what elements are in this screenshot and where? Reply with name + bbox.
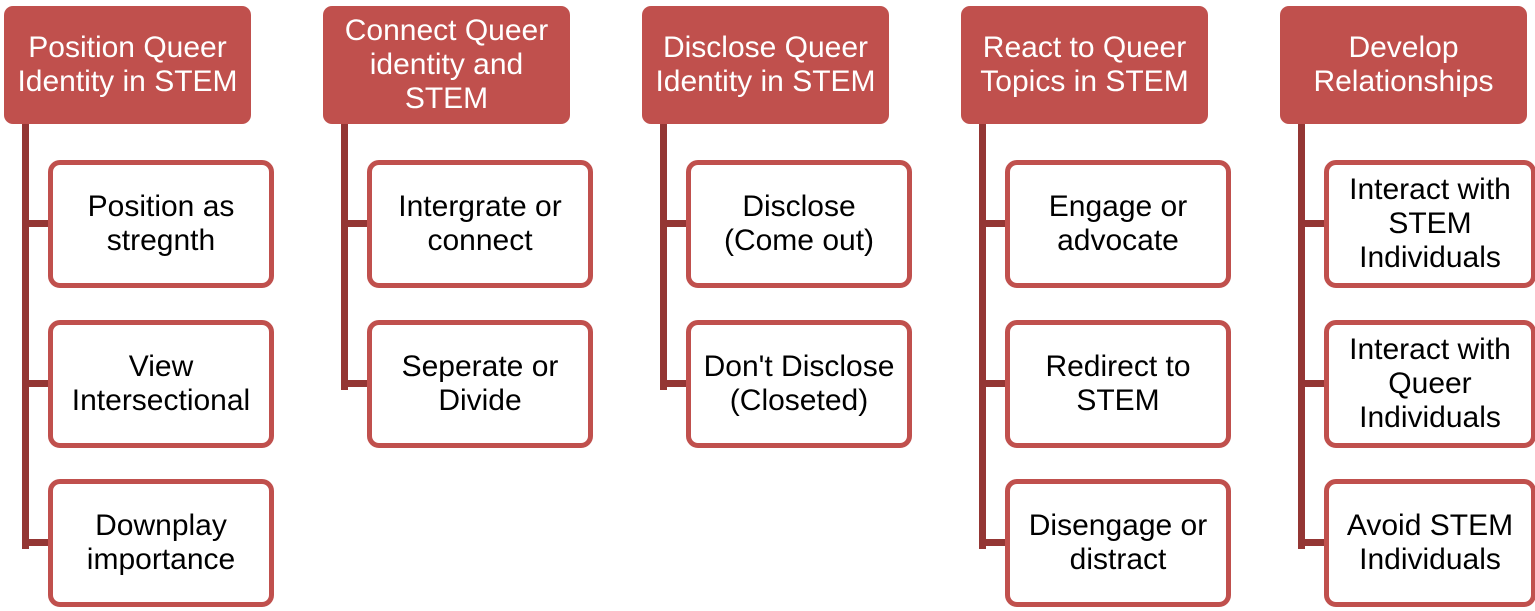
child-node-label: Engage or advocate <box>1048 190 1188 257</box>
child-node-label: Avoid STEM Individuals <box>1346 509 1514 576</box>
branch-connector <box>979 539 1005 546</box>
column-position-queer-identity: Position Queer Identity in STEM Position… <box>0 0 274 611</box>
branch-connector <box>1298 220 1324 227</box>
trunk-connector <box>341 124 348 390</box>
column-header-label: Position Queer Identity in STEM <box>17 31 238 98</box>
child-node-label: Interact with Queer Individuals <box>1349 333 1511 434</box>
child-node: Interact with STEM Individuals <box>1324 160 1535 288</box>
column-header: Position Queer Identity in STEM <box>4 6 251 124</box>
column-develop-relationships: Develop Relationships Interact with STEM… <box>1276 0 1535 611</box>
child-node: Engage or advocate <box>1005 160 1231 288</box>
branch-connector <box>979 220 1005 227</box>
column-disclose-queer-identity: Disclose Queer Identity in STEM Disclose… <box>638 0 912 611</box>
column-connect-queer-identity: Connect Queer identity and STEM Intergra… <box>319 0 593 611</box>
child-node-label: Downplay importance <box>86 509 236 576</box>
column-header: Develop Relationships <box>1280 6 1527 124</box>
trunk-connector <box>22 124 29 549</box>
branch-connector <box>1298 380 1324 387</box>
branch-connector <box>1298 539 1324 546</box>
branch-connector <box>660 380 686 387</box>
child-node-label: View Intersectional <box>71 350 251 417</box>
branch-connector <box>22 539 48 546</box>
child-node: Avoid STEM Individuals <box>1324 479 1535 607</box>
branch-connector <box>22 380 48 387</box>
branch-connector <box>979 380 1005 387</box>
child-node: Intergrate or connect <box>367 160 593 288</box>
branch-connector <box>660 220 686 227</box>
child-node-label: Don't Disclose (Closeted) <box>703 350 895 417</box>
column-header-label: React to Queer Topics in STEM <box>980 31 1189 98</box>
column-header-label: Connect Queer identity and STEM <box>344 14 549 115</box>
column-header: Disclose Queer Identity in STEM <box>642 6 889 124</box>
column-header-label: Disclose Queer Identity in STEM <box>655 31 876 98</box>
trunk-connector <box>1298 124 1305 549</box>
branch-connector <box>22 220 48 227</box>
child-node: Position as stregnth <box>48 160 274 288</box>
child-node: Redirect to STEM <box>1005 320 1231 448</box>
branch-connector <box>341 380 367 387</box>
child-node-label: Position as stregnth <box>87 190 235 257</box>
child-node: Disengage or distract <box>1005 479 1231 607</box>
child-node-label: Disengage or distract <box>1028 509 1208 576</box>
column-header: React to Queer Topics in STEM <box>961 6 1208 124</box>
child-node: Don't Disclose (Closeted) <box>686 320 912 448</box>
child-node-label: Seperate or Divide <box>401 350 559 417</box>
column-react-queer-topics: React to Queer Topics in STEM Engage or … <box>957 0 1231 611</box>
child-node: Interact with Queer Individuals <box>1324 320 1535 448</box>
child-node-label: Disclose (Come out) <box>723 190 875 257</box>
trunk-connector <box>660 124 667 390</box>
column-header: Connect Queer identity and STEM <box>323 6 570 124</box>
branch-connector <box>341 220 367 227</box>
child-node: View Intersectional <box>48 320 274 448</box>
child-node: Seperate or Divide <box>367 320 593 448</box>
column-header-label: Develop Relationships <box>1313 31 1494 98</box>
child-node: Downplay importance <box>48 479 274 607</box>
child-node-label: Intergrate or connect <box>398 190 562 257</box>
child-node-label: Interact with STEM Individuals <box>1349 173 1511 274</box>
child-node: Disclose (Come out) <box>686 160 912 288</box>
child-node-label: Redirect to STEM <box>1045 350 1191 417</box>
trunk-connector <box>979 124 986 549</box>
